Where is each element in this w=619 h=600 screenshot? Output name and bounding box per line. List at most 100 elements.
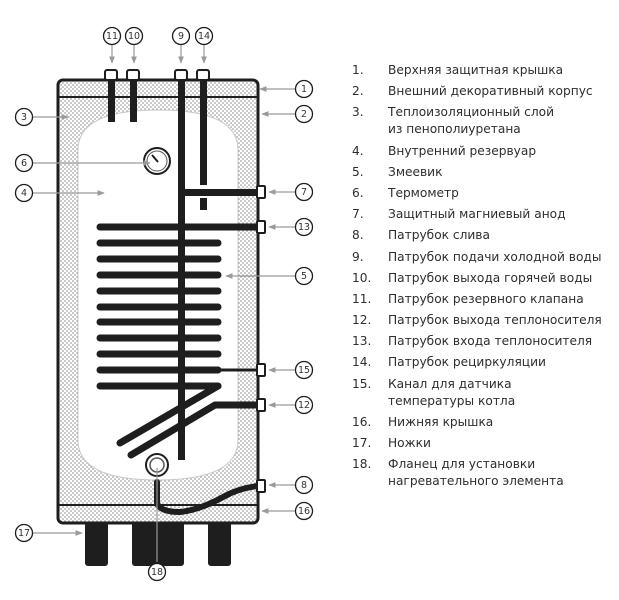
legend-item: 18. Фланец для установки нагревательного … [352,456,617,490]
callout-number: 11 [106,31,118,42]
top-pipes [108,80,207,460]
legend-text: Внутренний резервуар [388,143,537,158]
legend-text: Патрубок резервного клапана [388,291,584,306]
legend-text: Патрубок рециркуляции [388,355,546,370]
legs [85,522,231,566]
callout-15: 15 [294,360,314,380]
callout-number: 2 [301,109,307,120]
legend-number: 1. [352,63,364,77]
callout-18: 18 [147,562,167,582]
legend-item: 4. Внутренний резервуар [352,143,617,160]
thermometer [143,147,171,175]
callout-number: 6 [21,158,27,169]
legend-item: 13. Патрубок входа теплоносителя [352,333,617,350]
callout-number: 15 [298,365,310,376]
legend-item: 11. Патрубок резервного клапана [352,291,617,308]
callout-12: 12 [294,395,314,415]
legend-number: 6. [352,185,364,200]
legend-number: 17. [352,436,372,450]
anode-stub [200,198,207,210]
coil-outlet [127,401,262,459]
callout-14: 14 [194,26,214,46]
legend-text: Патрубок выхода горячей воды [388,270,593,285]
legend-number: 14. [352,355,372,370]
legend-item: 16. Нижняя крышка [352,414,617,431]
callout-number: 10 [128,31,140,42]
callout-number: 8 [301,480,307,491]
legend-text: Нижняя крышка [388,414,494,429]
connector-7 [256,185,266,199]
callout-number: 1 [301,84,307,95]
legend-number: 2. [352,84,364,99]
callout-8: 8 [294,475,314,495]
anode-pipe [178,189,258,196]
callout-lines [32,45,296,562]
legend-text: Змеевик [388,164,443,179]
legend-number: 16. [352,414,372,429]
coil-return-1 [116,382,222,447]
legend-text: Термометр [388,185,459,200]
legend-text: Канал для датчика температуры котла [388,376,516,408]
legend-number: 13. [352,334,372,349]
legend-item: 9. Патрубок подачи холодной воды [352,249,617,266]
leg-right [208,522,231,566]
leg-left [85,522,108,566]
callout-number: 7 [301,187,307,198]
legend-number: 12. [352,313,372,328]
pipe-9 [178,80,185,460]
connector-8 [256,479,266,493]
callout-7: 7 [294,182,314,202]
legend-item: 14. Патрубок рециркуляции [352,354,617,371]
legend-number: 10. [352,270,372,285]
legend-item: 1.Верхняя защитная крышка [352,62,617,79]
callout-number: 4 [21,188,27,199]
legend: 1.Верхняя защитная крышка 2. Внешний декор… [352,62,617,494]
callout-number: 12 [298,400,310,411]
pipe-14 [200,80,207,185]
legend-text: Патрубок выхода теплоносителя [388,313,602,328]
legend-text: Внешний декоративный корпус [388,84,593,99]
legend-number: 9. [352,249,364,264]
legend-text: Патрубок подачи холодной воды [388,249,602,264]
legend-text: Фланец для установки нагревательного эле… [388,457,564,489]
callout-number: 3 [21,112,27,123]
legend-number: 18. [352,457,372,472]
connector-13 [256,220,266,234]
callout-2: 2 [294,104,314,124]
legend-item: 12. Патрубок выхода теплоносителя [352,312,617,329]
leg-middle [132,522,184,566]
legend-item: 5. Змеевик [352,164,617,181]
callout-10: 10 [124,26,144,46]
legend-item: 7.Защитный магниевый анод [352,206,617,223]
callout-number: 16 [298,506,310,517]
callout-11: 11 [102,26,122,46]
callout-number: 13 [298,222,310,233]
callout-9: 9 [171,26,191,46]
legend-item: 10. Патрубок выхода горячей воды [352,270,617,287]
legend-text: Теплоизоляционный слой из пенополиуретан… [388,105,555,137]
top-connectors [104,69,210,81]
legend-number: 11. [352,291,372,306]
coil [96,223,222,390]
legend-text: Защитный магниевый анод [388,207,566,222]
callout-13: 13 [294,217,314,237]
legend-item: 15.Канал для датчика температуры котла [352,376,617,410]
connector-15 [256,363,266,377]
callout-number: 14 [198,31,210,42]
connector-14 [196,69,210,81]
legend-item: 6. Термометр [352,185,617,202]
legend-number: 8. [352,228,364,243]
callout-4: 4 [14,183,34,203]
connector-10 [126,69,140,81]
legend-number: 5. [352,164,364,179]
legend-text: Патрубок входа теплоносителя [388,334,593,349]
legend-text: Ножки [388,436,431,450]
connector-9 [174,69,188,81]
legend-item: 8.Патрубок слива [352,227,617,244]
legend-number: 3. [352,105,364,120]
legend-item: 3. Теплоизоляционный слой из пенополиурет… [352,104,617,138]
callout-3: 3 [14,107,34,127]
connector-11 [104,69,118,81]
legend-number: 4. [352,143,364,158]
